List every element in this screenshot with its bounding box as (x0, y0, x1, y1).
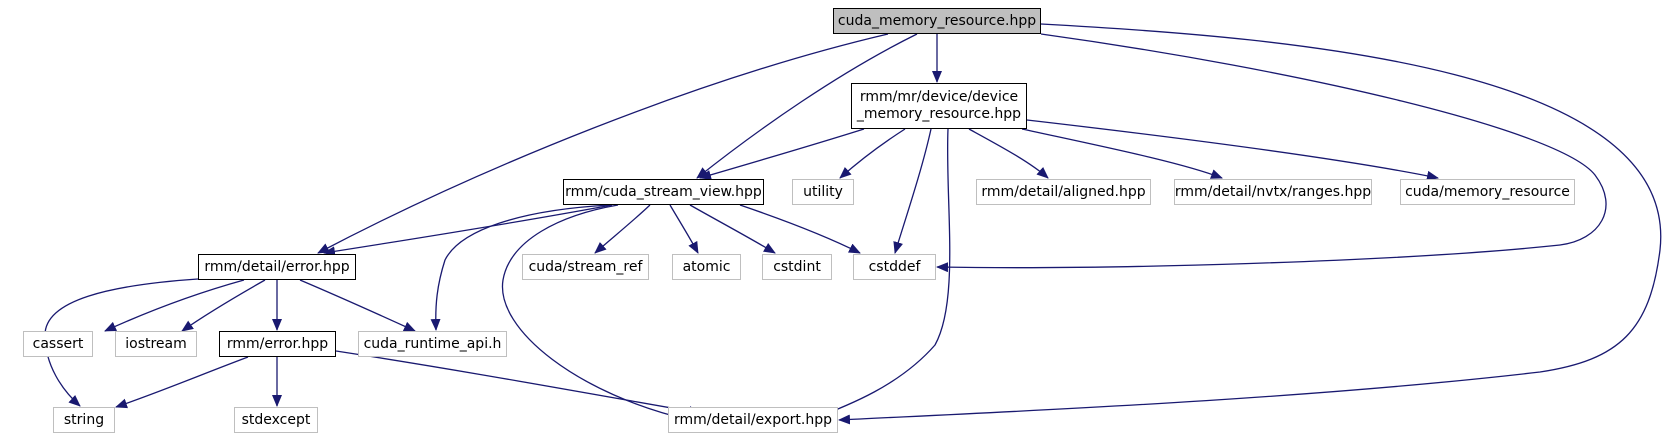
edge-cuda-stream-view-to-stream-ref (594, 204, 651, 254)
node-cassert[interactable]: cassert (23, 331, 93, 357)
node-device-memory-resource-hpp[interactable]: rmm/mr/device/device _memory_resource.hp… (851, 83, 1027, 129)
node-rmm-error-hpp[interactable]: rmm/error.hpp (219, 331, 336, 357)
edge-device-memory-resource-to-cstddef (893, 128, 932, 254)
edge-rmm-error-to-detail-export (335, 350, 701, 417)
node-detail-error-hpp[interactable]: rmm/detail/error.hpp (198, 254, 356, 280)
node-cuda-memory-resource-hpp[interactable]: cuda_memory_resource.hpp (833, 8, 1041, 34)
edge-cuda-stream-view-to-cuda-runtime-api (430, 204, 611, 331)
edge-cuda-memory-resource-to-cuda-stream-view (696, 33, 918, 179)
edge-device-memory-resource-to-utility (839, 128, 906, 179)
edge-rmm-error-to-string (115, 356, 249, 409)
edge-cuda-stream-view-to-cstdint (689, 204, 776, 254)
edge-cuda-stream-view-to-detail-error (323, 204, 613, 257)
node-cuda-memory-resource[interactable]: cuda/memory_resource (1400, 179, 1575, 205)
node-utility[interactable]: utility (792, 179, 854, 205)
edge-cuda-memory-resource-to-cstddef (936, 33, 1607, 273)
node-stdexcept[interactable]: stdexcept (234, 407, 318, 433)
edge-detail-error-to-string (44, 278, 199, 407)
node-iostream[interactable]: iostream (115, 331, 197, 357)
node-string[interactable]: string (53, 407, 115, 433)
edge-device-memory-resource-to-cuda-stream-view (699, 128, 865, 180)
edge-cuda-stream-view-to-detail-export (501, 204, 691, 423)
node-cuda-runtime-api-h[interactable]: cuda_runtime_api.h (358, 331, 507, 357)
node-detail-aligned-hpp[interactable]: rmm/detail/aligned.hpp (976, 179, 1151, 205)
node-cstddef[interactable]: cstddef (853, 254, 936, 280)
edge-detail-error-to-cassert (104, 279, 245, 332)
node-detail-export-hpp[interactable]: rmm/detail/export.hpp (668, 407, 838, 433)
edge-device-memory-resource-to-cuda-mr (1026, 119, 1439, 181)
edge-detail-error-to-iostream (181, 279, 266, 332)
edge-device-memory-resource-to-nvtx-ranges (1021, 128, 1223, 179)
node-cuda-stream-ref[interactable]: cuda/stream_ref (522, 254, 649, 280)
node-cstdint[interactable]: cstdint (762, 254, 832, 280)
edge-device-memory-resource-to-detail-aligned (968, 128, 1049, 179)
node-atomic[interactable]: atomic (672, 254, 741, 280)
edge-cuda-memory-resource-to-detail-error (317, 33, 889, 254)
node-nvtx-ranges-hpp[interactable]: rmm/detail/nvtx/ranges.hpp (1174, 179, 1372, 205)
edge-detail-error-to-cuda-runtime-api (299, 279, 416, 332)
edge-device-memory-resource-to-detail-export (809, 128, 951, 421)
edge-cuda-stream-view-to-cstddef (739, 204, 861, 254)
node-cuda-stream-view-hpp[interactable]: rmm/cuda_stream_view.hpp (563, 179, 764, 205)
edge-cuda-memory-resource-to-detail-export (838, 23, 1662, 425)
edge-cuda-stream-view-to-atomic (669, 204, 699, 254)
